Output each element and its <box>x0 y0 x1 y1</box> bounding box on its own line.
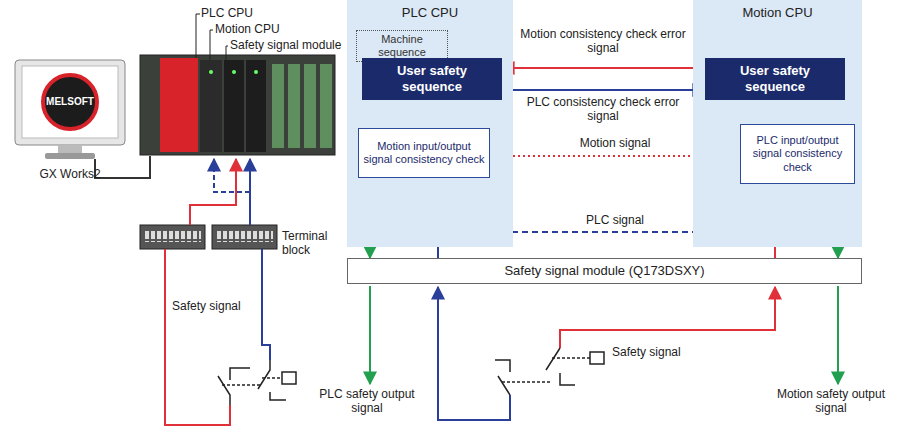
annotation-label: Terminal block <box>282 230 344 258</box>
node-text: Motion CPU <box>742 5 812 21</box>
annotation-label: Motion CPU <box>215 23 295 37</box>
connector-label: PLC consistency check error signal <box>518 96 688 124</box>
annotation-label: Motion safety output signal <box>772 388 890 416</box>
node-text: Motion input/output signal consistency c… <box>362 140 486 166</box>
cpu-panel: PLC CPU Machine sequenceUser safety seque… <box>347 0 513 247</box>
node-text: PLC CPU <box>402 5 458 21</box>
annotation-label: Safety signal <box>172 300 252 314</box>
pc-monitor <box>15 60 125 159</box>
annotation-label: Safety signal <box>612 346 702 360</box>
check-box: Motion input/output signal consistency c… <box>358 128 490 178</box>
node-text: Machine sequence <box>359 33 445 59</box>
sequence-box: User safety sequence <box>705 58 845 100</box>
annotation-label: PLC safety output signal <box>312 388 422 416</box>
annotation-label: MELSOFT <box>40 96 100 108</box>
signal-connector <box>502 67 705 69</box>
node-text: Safety signal module (Q173DSXY) <box>504 263 704 279</box>
sequence-box: User safety sequence <box>362 58 502 100</box>
signal-connector <box>502 89 705 91</box>
annotation-label: GX Works2 <box>25 168 115 182</box>
terminal-block <box>140 225 277 249</box>
node-text: User safety sequence <box>709 63 841 94</box>
annotation-label: PLC CPU <box>201 7 261 21</box>
connector-label: PLC signal <box>560 214 670 228</box>
check-box: PLC input/output signal consistency chec… <box>740 124 855 184</box>
cpu-panel: Motion CPU User safety sequencePLC input/… <box>693 0 862 247</box>
plc-rack <box>140 55 335 155</box>
connector-label: Motion consistency check error signal <box>518 28 688 56</box>
safety-switch <box>495 348 604 395</box>
annotation-label: Safety signal module <box>230 39 346 53</box>
node-text: User safety sequence <box>366 63 498 94</box>
safety-switch <box>218 360 296 405</box>
module-bar: Safety signal module (Q173DSXY) <box>347 258 862 284</box>
connector-label: Motion signal <box>555 137 675 151</box>
node-text: PLC input/output signal consistency chec… <box>744 134 851 174</box>
